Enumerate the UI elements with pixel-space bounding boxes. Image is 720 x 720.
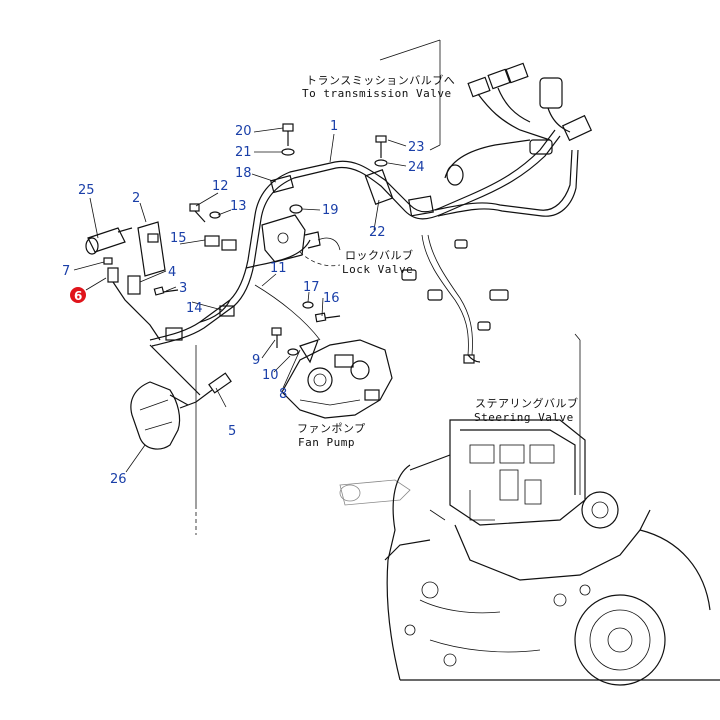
callout-5: 5: [228, 424, 236, 439]
callout-18: 18: [235, 166, 252, 181]
callout-14: 14: [186, 301, 203, 316]
bolt-3: [127, 275, 179, 296]
fan-pump-label-jp: ファンポンプ: [297, 422, 366, 435]
bracket-2: [137, 221, 166, 277]
connector-22: [401, 239, 509, 364]
callout-16: 16: [323, 291, 340, 306]
callout-19: 19: [322, 203, 339, 218]
callout-leaders: [73, 127, 407, 473]
callout-6: 6: [74, 289, 82, 303]
callout-8: 8: [279, 387, 287, 402]
callout-13: 13: [230, 199, 247, 214]
callout-26: 26: [110, 472, 127, 487]
callout-17: 17: [303, 280, 320, 295]
callout-2: 2: [132, 191, 140, 206]
transmission-label-jp: トランスミッションバルブへ: [306, 73, 455, 87]
callout-6-highlight: [70, 287, 86, 303]
bolt-12: [189, 203, 221, 247]
callout-3: 3: [179, 281, 187, 296]
sensor-5: [149, 344, 232, 409]
callout-22: 22: [369, 225, 386, 240]
callout-1: 1: [330, 119, 338, 134]
callout-9: 9: [252, 353, 260, 368]
steering-valve-label-jp: ステアリングバルブ: [475, 396, 579, 410]
callout-23: 23: [408, 140, 425, 155]
fan-pump: [281, 339, 393, 419]
transmission-label-en: To transmission Valve: [302, 87, 452, 100]
wiring-harness: [149, 129, 579, 356]
steering-valve-label-en: Steering Valve: [474, 411, 574, 424]
callout-12: 12: [212, 179, 229, 194]
lock-valve-label-jp: ロックバルブ: [345, 248, 413, 262]
nut-19: [289, 204, 303, 214]
fan-pump-label-en: Fan Pump: [298, 436, 355, 449]
callout-7: 7: [62, 264, 70, 279]
callout-numbers: 1 2 3 4 5 6 7 8 9 10 11 12 13 14 15 16 1…: [62, 119, 425, 487]
harness-clamps: [165, 169, 434, 341]
sensor-25: [85, 227, 133, 255]
callout-10: 10: [262, 368, 279, 383]
component-labels: トランスミッションバルブへ To transmission Valve ロックバ…: [297, 73, 579, 449]
lock-valve-bracket: [261, 214, 321, 263]
transmission-housing: [339, 419, 720, 686]
sensor-6: [103, 257, 161, 341]
callout-25: 25: [78, 183, 95, 198]
callout-4: 4: [168, 265, 176, 280]
hose-26: [130, 381, 189, 450]
callout-15: 15: [170, 231, 187, 246]
bolt-9: [271, 327, 319, 364]
callout-21: 21: [235, 145, 252, 160]
transmission-connectors: [444, 62, 593, 186]
lock-valve-label-en: Lock Valve: [342, 263, 413, 276]
callout-11: 11: [270, 261, 287, 276]
callout-24: 24: [408, 160, 425, 175]
callout-20: 20: [235, 124, 252, 139]
bolt-20: [281, 123, 295, 156]
bolt-23: [374, 135, 388, 167]
